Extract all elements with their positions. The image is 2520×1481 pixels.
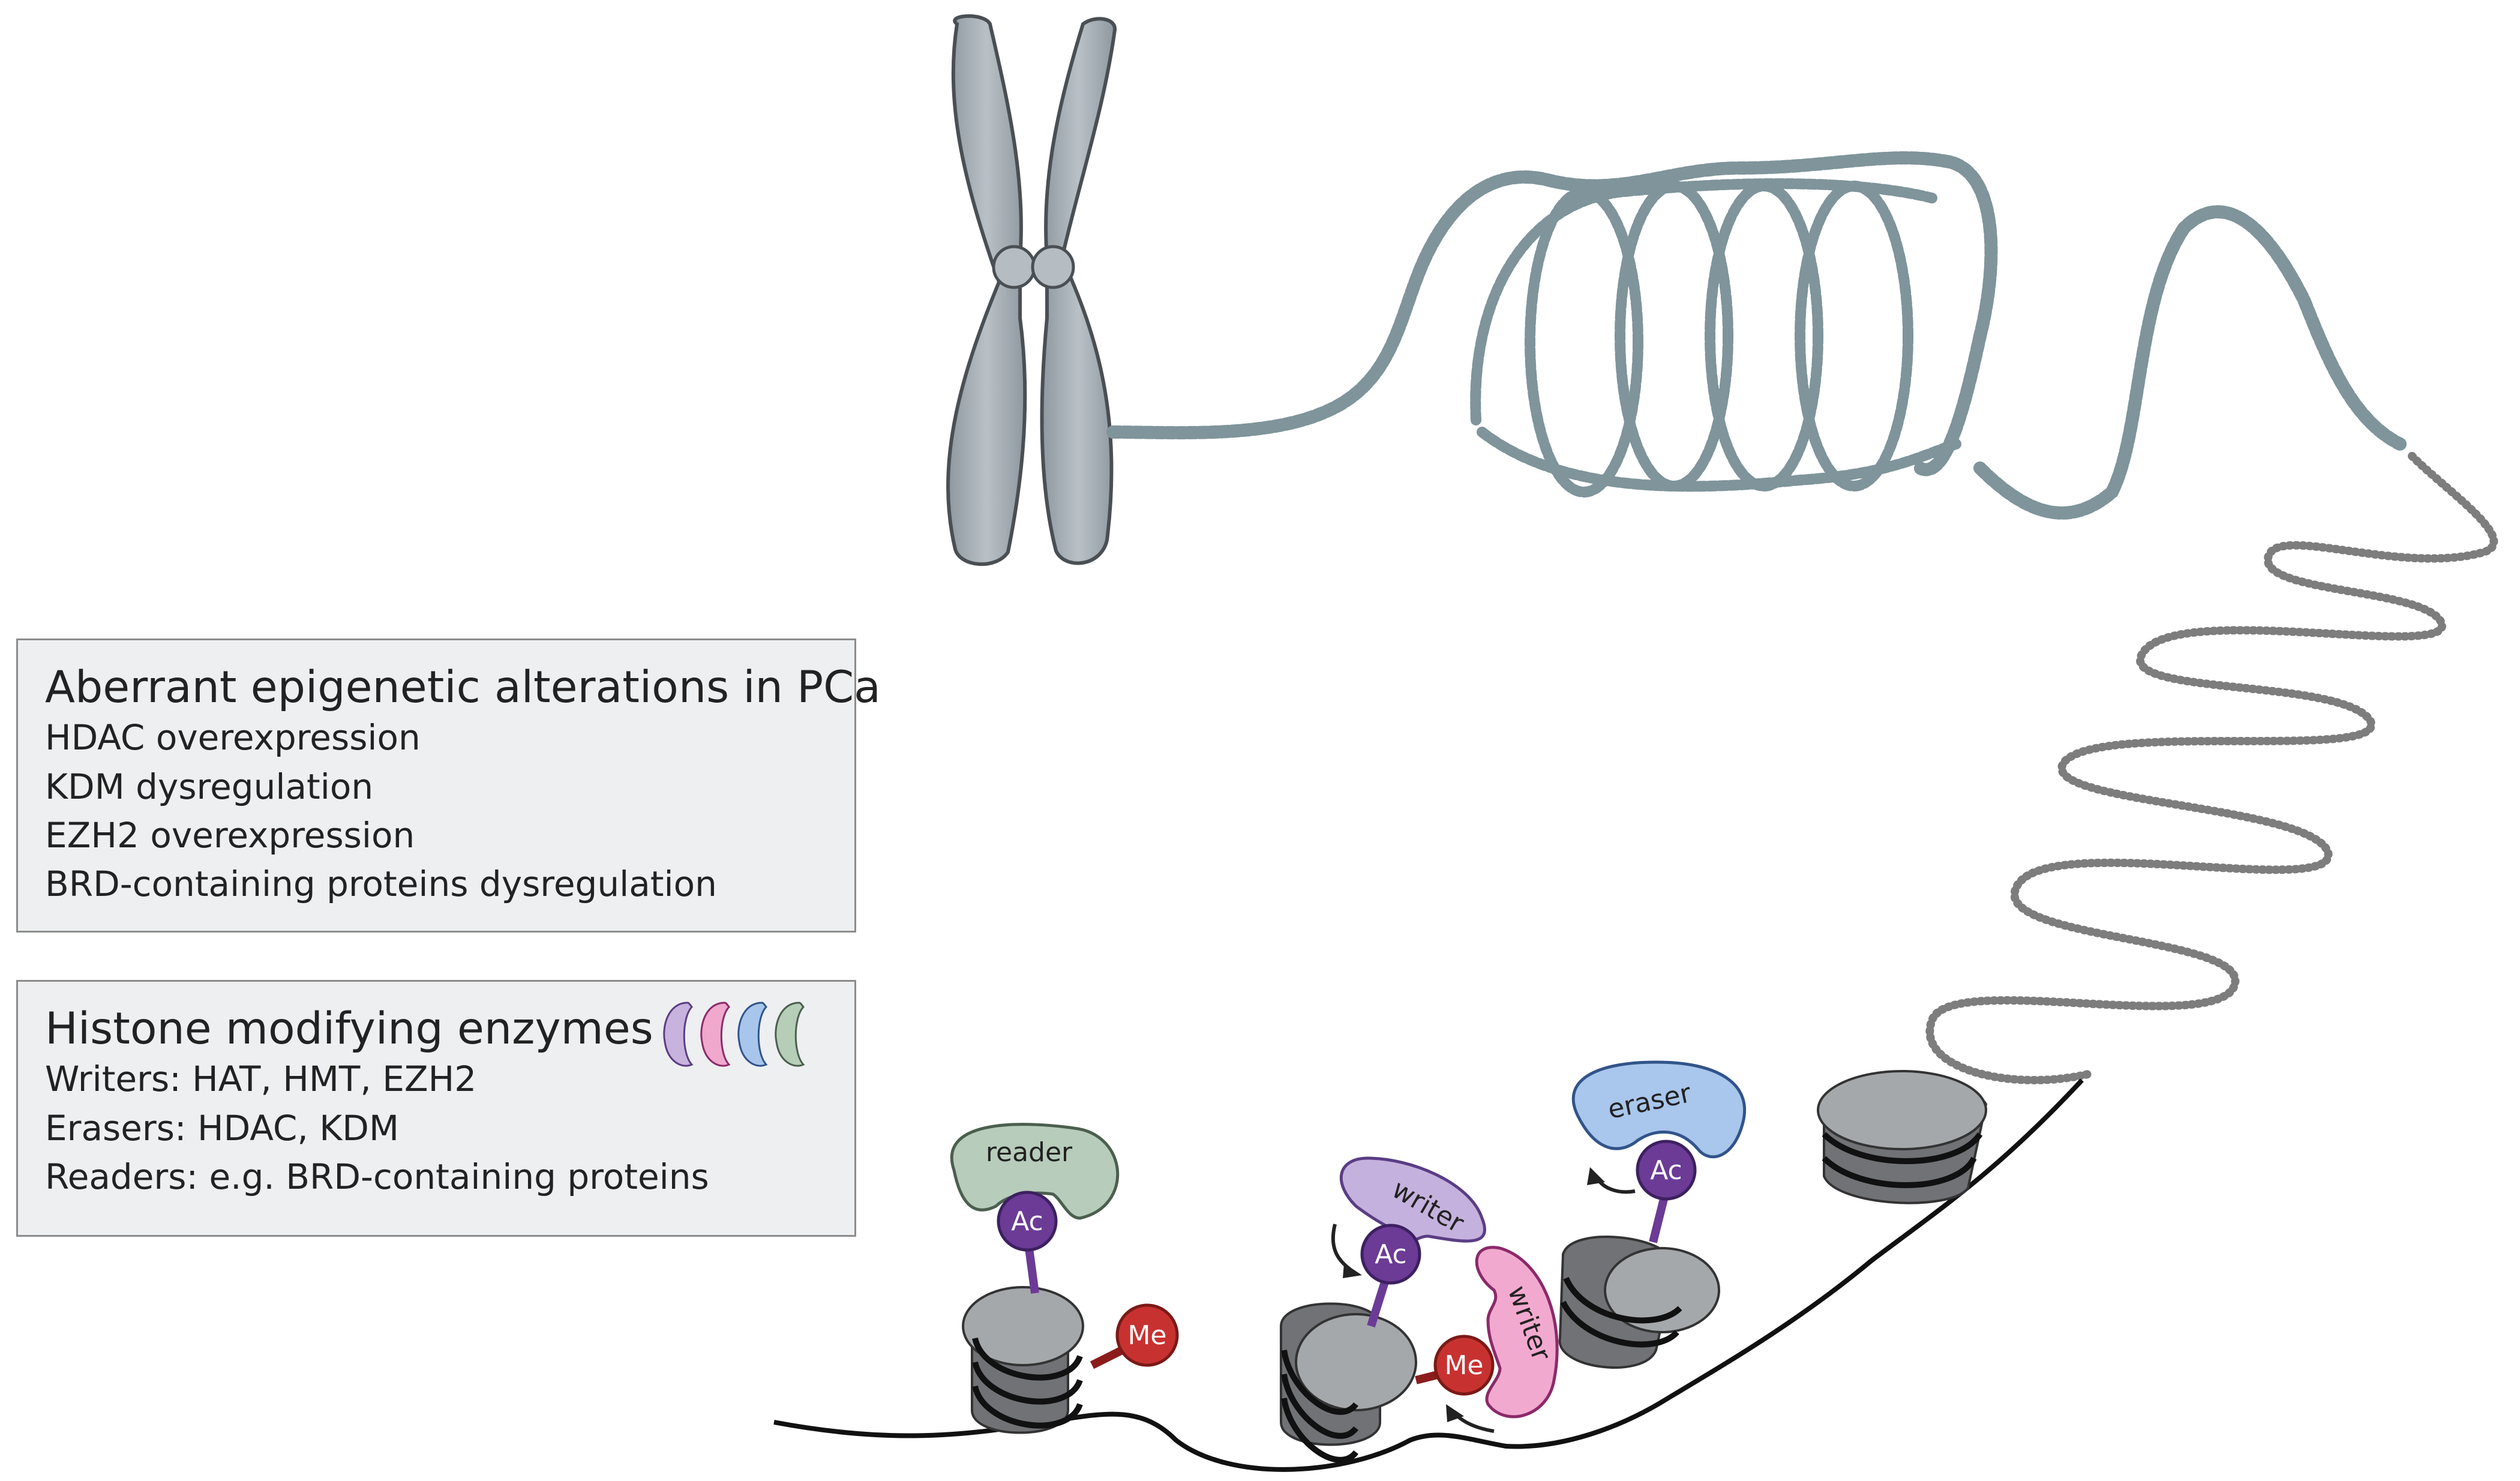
methyl-mark-1: Me	[1115, 1303, 1179, 1367]
reader-enzyme: reader	[950, 1123, 1119, 1220]
methyl-mark-2: Me	[1433, 1335, 1495, 1396]
enzymes-title: Histone modifying enzymes	[45, 1003, 653, 1054]
writer-arrow-2-head	[1446, 1404, 1464, 1422]
chromatid-left	[946, 14, 1027, 566]
methyl-label: Me	[1444, 1350, 1483, 1381]
nucleosome-4	[1817, 1070, 1988, 1204]
writer-arrow-1	[1331, 1224, 1351, 1271]
writer-enzyme-acetyl: writer	[1339, 1156, 1486, 1243]
acetyl-label: Ac	[1011, 1206, 1043, 1237]
centromere-left	[992, 245, 1036, 289]
writer-icon-pink	[700, 1002, 731, 1067]
alterations-box: Aberrant epigenetic alterations in PCa H…	[16, 638, 881, 933]
nucleosome-3	[1558, 1236, 1720, 1369]
acetyl-mark-1: Ac	[997, 1191, 1058, 1252]
alterations-item: HDAC overexpression	[45, 717, 421, 758]
centromere-right	[1031, 245, 1075, 289]
chromosome	[946, 14, 1117, 566]
reader-label: reader	[986, 1137, 1073, 1168]
acetyl-mark-3: Ac	[1636, 1140, 1697, 1201]
alterations-title: Aberrant epigenetic alterations in PCa	[45, 662, 881, 713]
alterations-item: BRD-containing proteins dysregulation	[45, 864, 717, 904]
chromatin-strand-right	[1973, 205, 2407, 520]
writer-arrow-1-head	[1343, 1263, 1362, 1278]
acetyl-mark-2: Ac	[1360, 1224, 1421, 1285]
eraser-arrow-head	[1587, 1167, 1605, 1185]
alterations-item: KDM dysregulation	[45, 766, 374, 807]
chromatid-right	[1040, 17, 1117, 565]
chromatin-strand	[1106, 151, 1998, 476]
acetyl-label: Ac	[1375, 1239, 1407, 1270]
acetyl-stalk-2	[1367, 1276, 1390, 1328]
acetyl-stalk-1	[1025, 1248, 1039, 1294]
alterations-item: EZH2 overexpression	[45, 815, 415, 856]
chromatin-fiber	[1106, 151, 2407, 520]
eraser-enzyme: eraser	[1571, 1060, 1747, 1159]
writer-enzyme-methyl: writer	[1475, 1246, 1559, 1419]
nucleosome-2	[1280, 1302, 1417, 1463]
enzymes-item: Erasers: HDAC, KDM	[45, 1108, 399, 1149]
enzyme-icons	[663, 1002, 805, 1067]
acetyl-stalk-3	[1649, 1193, 1669, 1243]
reader-icon-green	[775, 1002, 805, 1067]
chromatin-loops	[1470, 178, 1961, 497]
enzymes-item: Readers: e.g. BRD-containing proteins	[45, 1156, 709, 1197]
enzymes-box: Histone modifying enzymes Writers: HAT, …	[16, 980, 856, 1237]
enzymes-item: Writers: HAT, HMT, EZH2	[45, 1059, 477, 1099]
writer-icon-purple	[663, 1002, 694, 1067]
beads-on-string	[1925, 452, 2498, 1084]
eraser-icon-blue	[737, 1002, 768, 1067]
nucleosome-1	[962, 1286, 1084, 1434]
methyl-label: Me	[1127, 1320, 1166, 1351]
eraser-arrow	[1594, 1175, 1636, 1194]
acetyl-label: Ac	[1650, 1155, 1682, 1186]
